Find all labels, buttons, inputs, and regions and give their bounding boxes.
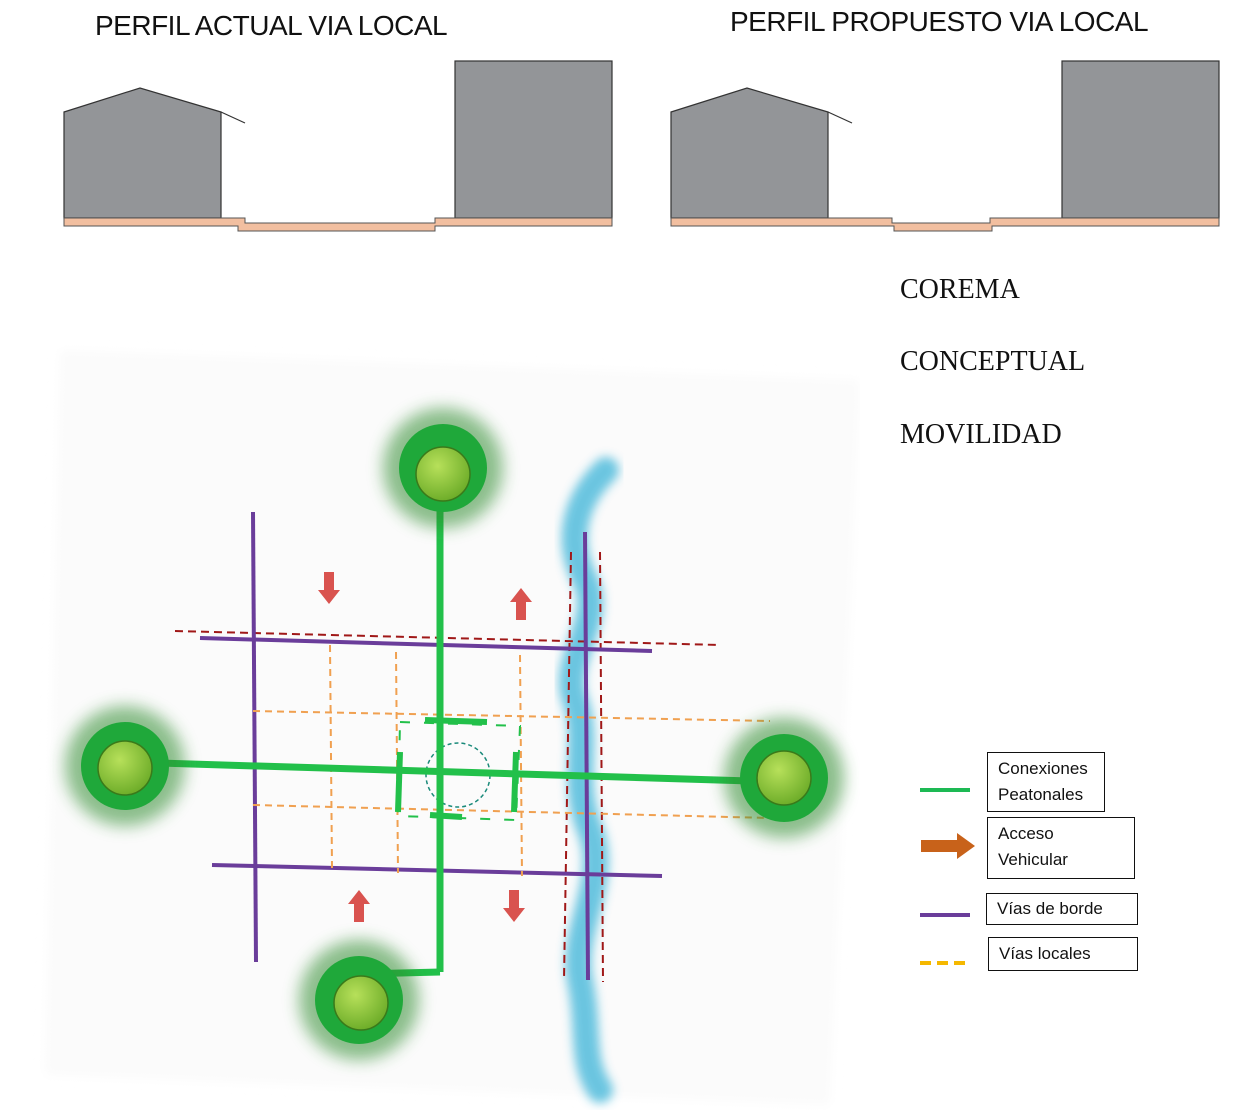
building-right <box>1061 60 1220 219</box>
legend-edge-roads-label: Vías de borde <box>997 899 1103 918</box>
node-west <box>65 706 185 826</box>
legend-vehicle-arrow-symbol <box>921 833 975 859</box>
current-profile-section <box>63 60 613 232</box>
current-profile-title: PERFIL ACTUAL VIA LOCAL <box>95 10 448 41</box>
building-right <box>454 60 613 219</box>
arrow-up <box>348 890 370 922</box>
legend-edge-roads-symbol <box>920 913 970 917</box>
road-profile <box>63 217 613 232</box>
legend-local-roads-label: Vías locales <box>999 944 1091 963</box>
legend-local-roads-symbol <box>920 961 970 965</box>
proposed-profile-section <box>670 60 1220 232</box>
legend-local-roads: Vías locales <box>988 937 1138 971</box>
node-south <box>299 940 419 1060</box>
legend-pedestrian-line2: Peatonales <box>998 785 1084 804</box>
legend-vehicle-line1: Acceso <box>998 824 1054 843</box>
house-left <box>63 87 222 219</box>
road-profile <box>670 217 1220 232</box>
proposed-profile-title: PERFIL PROPUESTO VIA LOCAL <box>730 6 1149 37</box>
corema-title-line-2: CONCEPTUAL <box>900 346 1086 377</box>
legend-edge-roads: Vías de borde <box>986 893 1138 925</box>
legend-pedestrian-line1: Conexiones <box>998 759 1088 778</box>
legend-pedestrian: Conexiones Peatonales <box>987 752 1105 812</box>
legend-pedestrian-symbol <box>920 788 970 792</box>
house-left <box>670 87 829 219</box>
edge-roads <box>199 511 663 981</box>
mobility-diagram <box>45 350 860 1105</box>
legend-vehicle: Acceso Vehicular <box>987 817 1135 879</box>
arrow-down <box>318 572 340 604</box>
legend-vehicle-line2: Vehicular <box>998 850 1068 869</box>
water-stream <box>558 457 619 1103</box>
boundary-dashed-lines <box>174 551 721 983</box>
arrow-up <box>510 588 532 620</box>
node-east <box>724 718 844 838</box>
node-north <box>383 408 503 528</box>
corema-title-line-1: COREMA <box>900 274 1020 305</box>
vehicle-arrows <box>318 572 532 922</box>
diagram-plane <box>45 350 860 1105</box>
arrow-down <box>503 890 525 922</box>
corema-title-line-3: MOVILIDAD <box>900 419 1062 450</box>
